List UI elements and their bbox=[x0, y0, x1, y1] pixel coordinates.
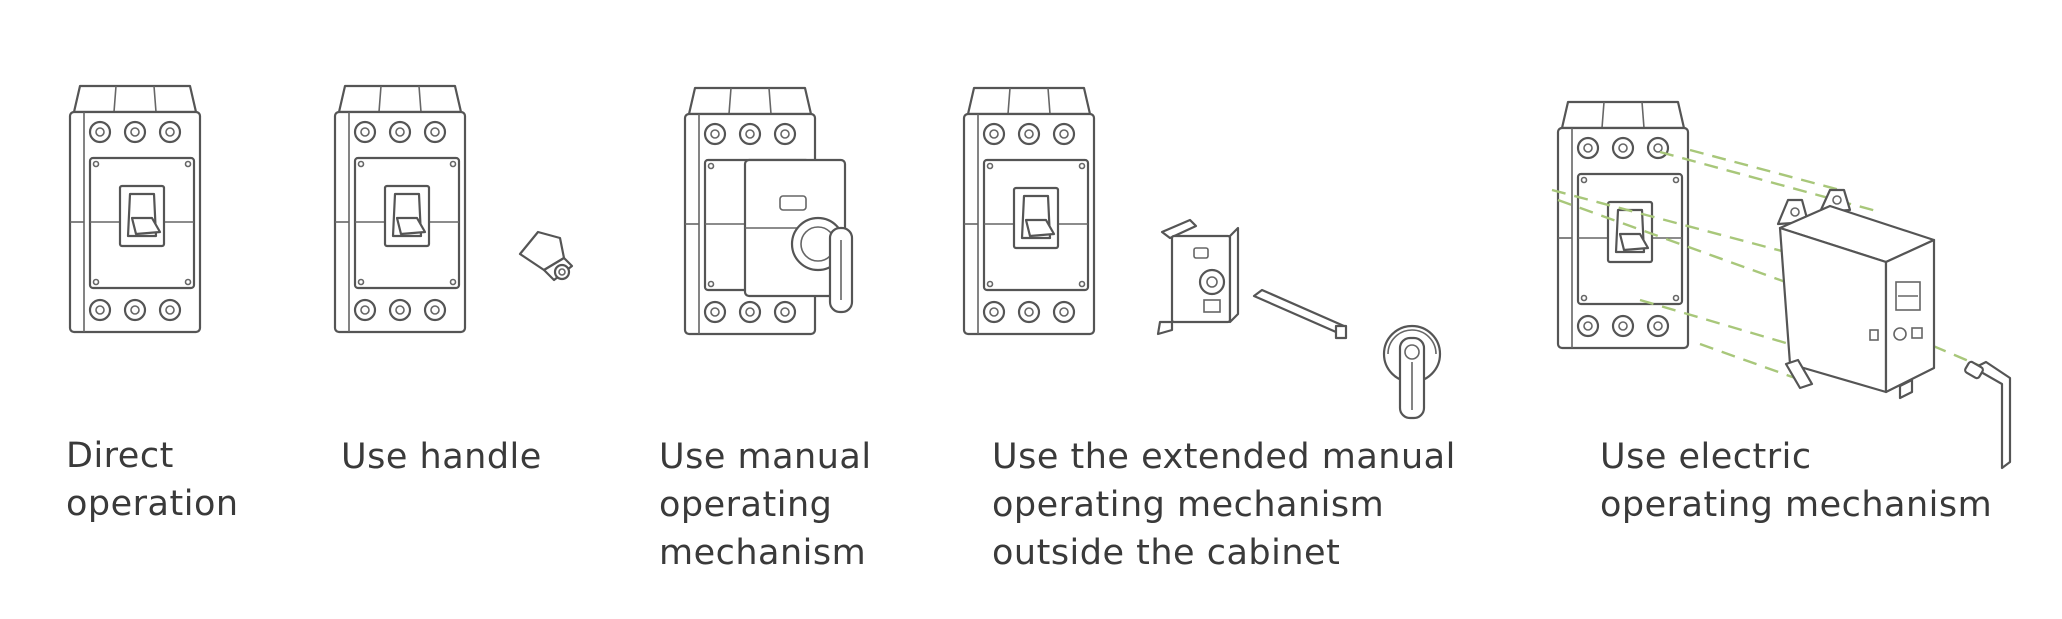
breaker-manual-mechanism-illustration bbox=[683, 86, 854, 336]
caption-use-handle: Use handle bbox=[341, 437, 542, 477]
caption-extended-mechanism: Use the extended manual operating mechan… bbox=[992, 437, 1456, 573]
breaker-direct-illustration bbox=[68, 84, 202, 334]
caption-direct-operation: Direct operation bbox=[66, 436, 239, 524]
caption-electric-mechanism: Use electric operating mechanism bbox=[1600, 437, 1993, 525]
crank-rod-illustration bbox=[1964, 360, 2012, 470]
breaker-electric-mechanism-illustration bbox=[1556, 100, 1690, 350]
breaker-with-handle-illustration bbox=[333, 84, 467, 334]
electric-operating-unit-illustration bbox=[1776, 188, 1936, 400]
mounting-bracket-illustration bbox=[1156, 218, 1240, 336]
handle-part-illustration bbox=[518, 230, 574, 282]
breaker-extended-mechanism-illustration bbox=[962, 86, 1096, 336]
caption-manual-mechanism: Use manual operating mechanism bbox=[659, 437, 872, 573]
extension-shaft-illustration bbox=[1252, 288, 1348, 340]
external-rotary-handle-illustration bbox=[1382, 324, 1442, 420]
